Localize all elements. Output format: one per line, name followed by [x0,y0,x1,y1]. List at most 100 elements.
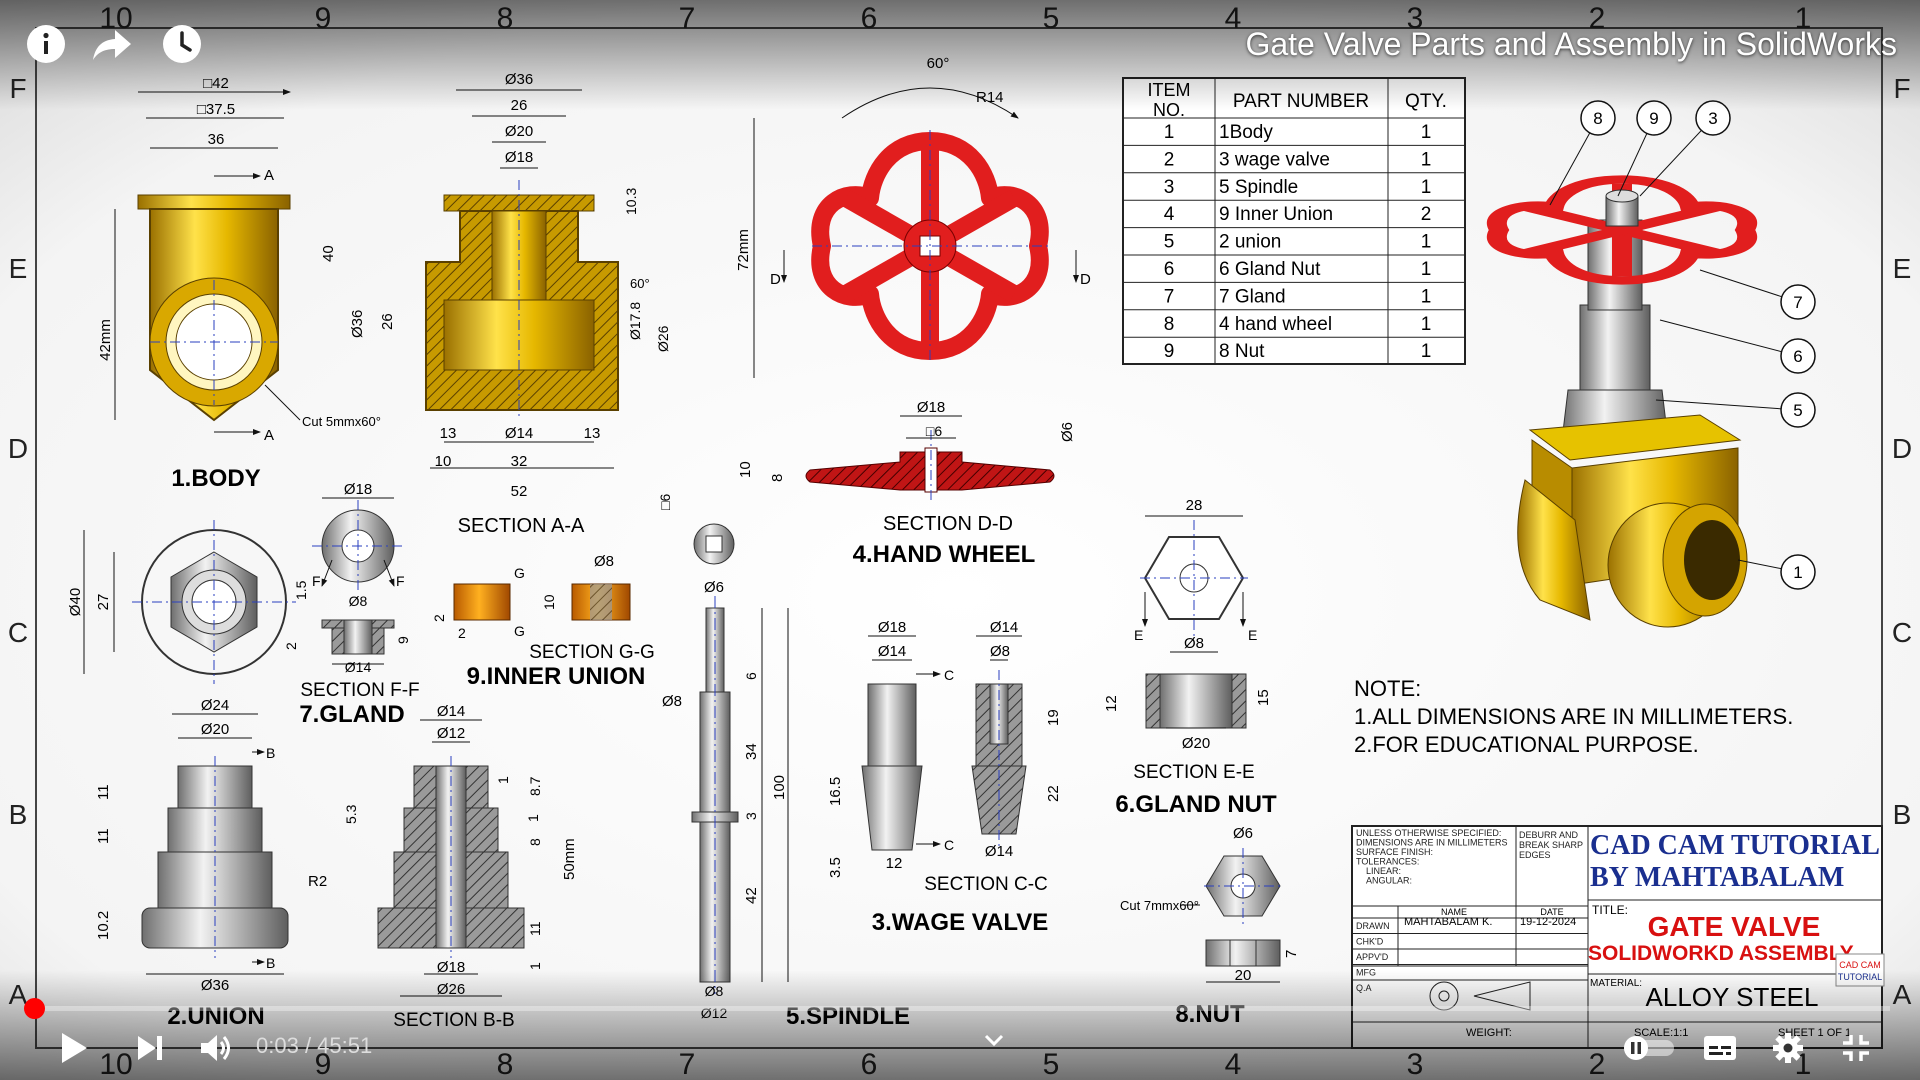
subtitles-button[interactable] [1700,1026,1740,1070]
title-block-drawn-name: MAHTABALAM K. [1404,916,1492,928]
section-aa-dim-15: 10 [435,453,452,470]
frame-top-7: 7 [679,2,696,35]
gland-nut-dim-3: 12 [1103,695,1120,712]
hand-wheel-dim-3: 72mm [735,229,752,271]
section-dd-dim-1: Ø18 [917,399,945,416]
gland-nut-dim-4: 15 [1255,689,1272,706]
frame-top-5: 5 [1043,2,1060,35]
watch-later-button[interactable] [160,22,204,66]
gland-cut-f1: F [312,573,321,589]
nut-dim-4: 20 [1235,967,1252,984]
info-icon [27,25,65,63]
section-bb-dim-7: 8 [527,838,543,846]
video-title[interactable]: Gate Valve Parts and Assembly in SolidWo… [1245,26,1897,62]
autoplay-toggle-icon [1624,1036,1674,1060]
inner-union-cut-g1: G [514,565,525,581]
bom-item-no: 8 [1164,314,1175,335]
note-line-1: 1.ALL DIMENSIONS ARE IN MILLIMETERS. [1354,704,1793,729]
section-aa-dim-10: Ø26 [655,325,671,352]
frame-top-4: 4 [1225,2,1242,35]
section-bb-dim-5: 5.3 [343,804,359,824]
union-dim-6: 10.2 [95,911,112,940]
frame-bottom-10: 10 [99,1048,132,1080]
share-button[interactable] [90,22,134,66]
frame-bottom-4: 4 [1225,1048,1242,1080]
frame-right-C: C [1892,617,1912,648]
title-block-role: MFG [1356,968,1376,978]
hand-wheel-cut-d1: D [770,271,781,288]
wage-valve-dim-5: 19 [1045,709,1062,726]
title-block-role: DRAWN [1356,921,1390,931]
label-inner-union: 9.INNER UNION [467,663,646,690]
section-dd-dim-3: 10 [737,461,754,478]
general-note-line: TOLERANCES: [1356,857,1419,867]
part-section-bb-view [377,719,525,997]
settings-button[interactable] [1768,1026,1808,1070]
general-note-line: DIMENSIONS ARE IN MILLIMETERS [1356,838,1508,848]
body-cut-a2: A [264,427,274,444]
section-bb-dim-4: 8.7 [527,776,543,796]
bom-qty: 2 [1421,204,1432,225]
nut-dim-2: Cut 7mmx60° [1120,898,1199,913]
part-section-dd-view [805,415,1055,500]
section-aa-dim-5: 10.3 [623,188,639,215]
bom-qty: 1 [1421,286,1432,307]
title-block-title-2: SOLIDWORKD ASSEMBLY [1588,942,1854,965]
gland-dim-6: Ø14 [345,659,372,675]
spindle-dim-8: 42 [743,887,760,904]
more-videos-toggle[interactable] [982,1028,1006,1052]
general-note-line: SURFACE FINISH: [1356,847,1433,857]
bom-header-qty: QTY. [1405,91,1447,112]
inner-union-dim-6: 10 [541,594,557,610]
next-icon [138,1036,162,1060]
title-block-material-label: MATERIAL: [1590,978,1642,989]
title-block-role: Q.A [1356,983,1372,993]
hand-wheel-cut-d2: D [1080,271,1091,288]
section-dd-dim-4: 8 [769,474,786,482]
bom-part-number: 4 hand wheel [1219,314,1332,335]
gland-dim-5: 9 [395,636,411,644]
autoplay-toggle[interactable] [1622,1026,1676,1070]
progress-scrubber[interactable] [23,998,45,1019]
next-button[interactable] [130,1026,170,1070]
bom-qty: 1 [1421,341,1432,362]
spindle-dim-5: 34 [743,743,760,760]
wage-valve-dim-4: Ø8 [990,643,1010,660]
section-aa-dim-11: 60° [630,276,650,291]
volume-button[interactable] [196,1026,236,1070]
settings-icon [1773,1033,1803,1063]
union-dim-4: 11 [95,828,112,844]
balloon-number: 7 [1793,293,1802,312]
label-section-dd: SECTION D-D [883,513,1013,535]
balloon-number: 1 [1793,563,1802,582]
play-button[interactable] [54,1026,94,1070]
gland-dim-2: 1.5 [293,580,309,600]
part-gland-view [312,497,404,665]
bom-item-no: 9 [1164,341,1175,362]
bom-qty: 1 [1421,232,1432,253]
section-aa-dim-14: 13 [584,425,601,442]
section-aa-dim-2: 26 [511,97,528,114]
frame-top-6: 6 [861,2,878,35]
info-button[interactable] [24,22,68,66]
balloon-number: 9 [1649,109,1658,128]
spindle-dim-3: Ø8 [662,693,682,710]
exit-fullscreen-button[interactable] [1836,1026,1876,1070]
gland-nut-dim-5: Ø20 [1182,735,1210,752]
wage-valve-dim-10: Ø14 [985,843,1013,860]
inner-union-dim-3: 2 [431,614,447,622]
label-hand-wheel: 4.HAND WHEEL [853,541,1036,568]
spindle-dim-6: 3 [743,812,759,820]
section-bb-dim-8: 50mm [561,838,578,880]
balloon-number: 6 [1793,347,1802,366]
general-note-line: UNLESS OTHERWISE SPECIFIED: [1356,828,1501,838]
spindle-dim-9: Ø8 [705,983,724,999]
bom-header-no: NO. [1153,100,1185,120]
progress-bar[interactable] [23,998,1890,1019]
gland-cut-f2: F [396,573,405,589]
wage-valve-dim-3: Ø14 [990,619,1018,636]
section-bb-dim-9: 11 [527,921,543,936]
